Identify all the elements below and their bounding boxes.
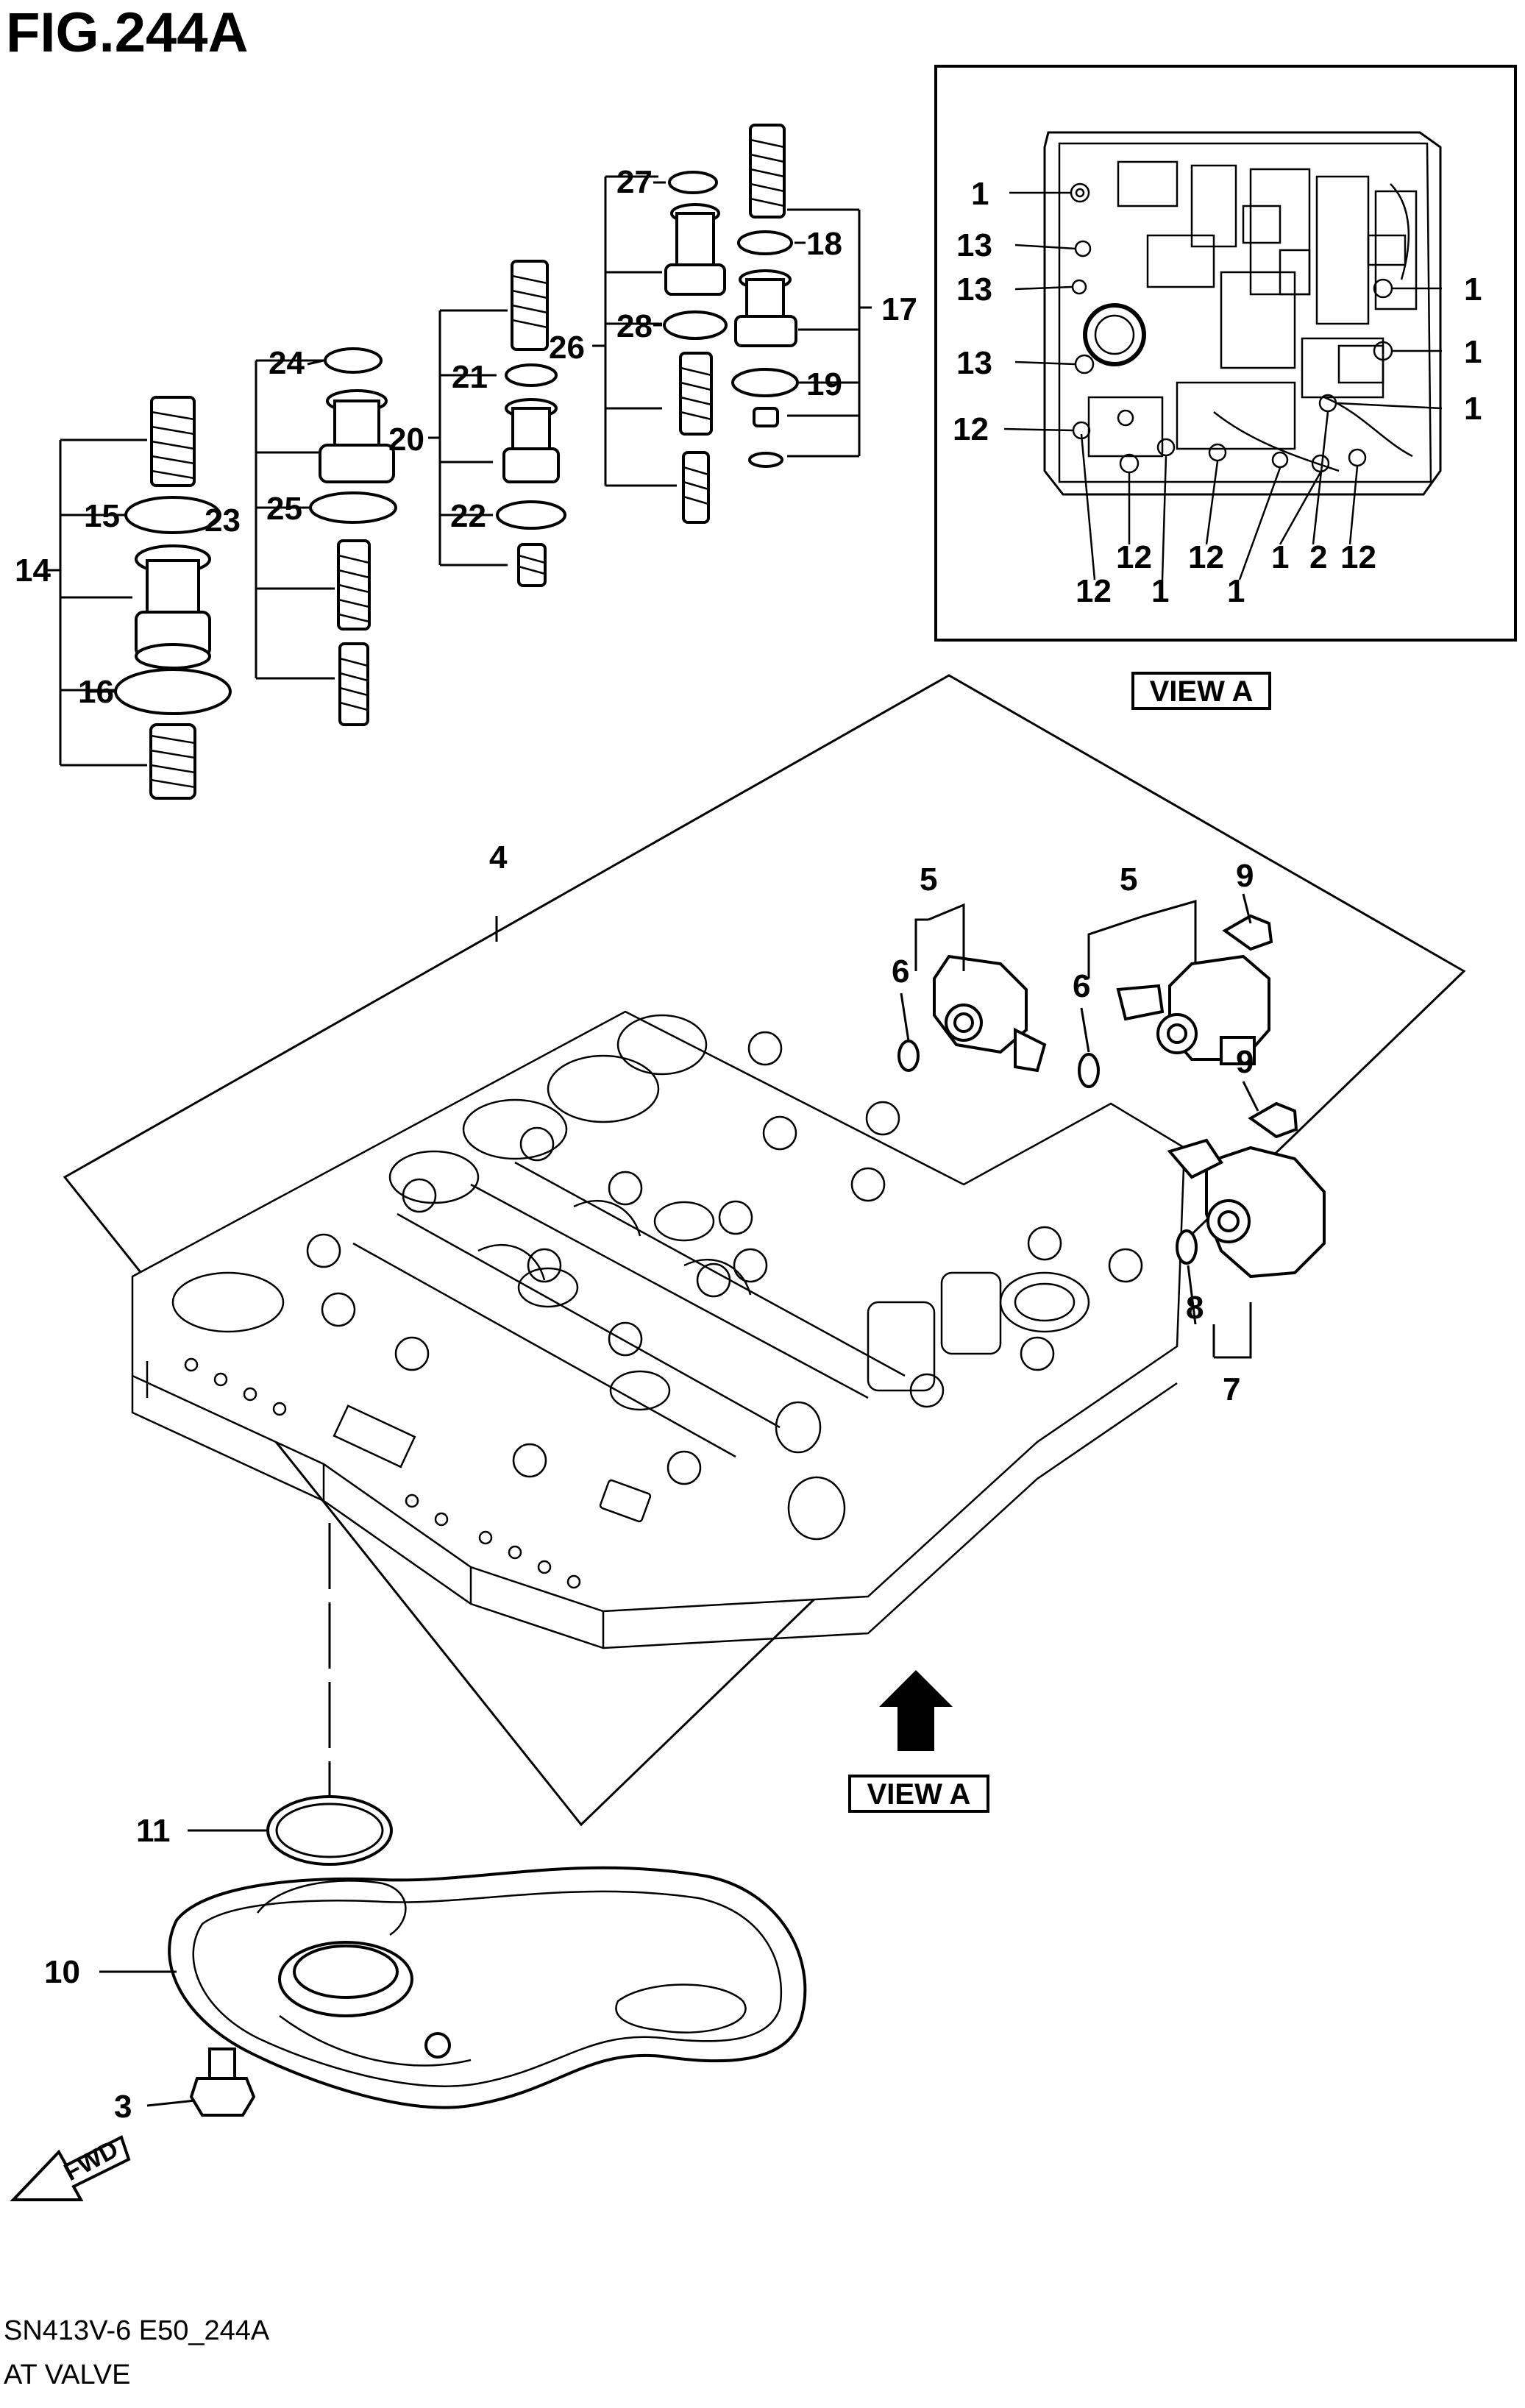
callout-16: 16 [78, 674, 114, 710]
callout-1: 1 [1464, 334, 1482, 370]
valve-group-23 [255, 347, 397, 726]
callout-3: 3 [114, 2089, 132, 2125]
o-ring-part [505, 363, 558, 387]
callout-24: 24 [269, 345, 305, 381]
callout-12: 12 [1116, 539, 1152, 575]
callout-18: 18 [806, 226, 842, 262]
callout-4: 4 [489, 839, 508, 876]
spring-part [338, 642, 369, 726]
valve-sleeve-part [664, 203, 726, 296]
callout-23: 23 [205, 502, 241, 539]
callout-1: 1 [1151, 573, 1169, 609]
o-ring-part [731, 368, 799, 397]
callout-5: 5 [920, 862, 937, 898]
o-ring-part [324, 347, 383, 374]
oil-strainer-part [168, 1866, 807, 2109]
valve-sleeve-part [734, 269, 797, 347]
o-ring-part [496, 500, 566, 530]
valve-group-14 [46, 396, 232, 800]
figure-name: AT VALVE [4, 2359, 130, 2390]
figure-title: FIG.244A [6, 1, 248, 64]
callout-7: 7 [1223, 1371, 1240, 1407]
valve-group-20 [428, 260, 566, 587]
spring-part [749, 124, 786, 219]
callout-10: 10 [44, 1954, 80, 1990]
callout-1: 1 [1227, 573, 1245, 609]
callout-6: 6 [892, 953, 909, 990]
callout-17: 17 [881, 291, 917, 327]
valve-sleeve-part [135, 544, 211, 670]
stack-leader-lines [79, 181, 806, 693]
view-a-label-inset: VIEW A [1131, 672, 1271, 710]
figure-code: SN413V-6 E50_244A [4, 2315, 270, 2346]
callout-12: 12 [1076, 573, 1112, 609]
spring-part [748, 407, 783, 468]
callout-13: 13 [956, 227, 992, 263]
callout-19: 19 [806, 366, 842, 402]
valve-sleeve-part [319, 389, 395, 483]
valve-body-assembly [63, 674, 1466, 1827]
view-a-text: VIEW A [1150, 675, 1254, 708]
solenoid-valve-part [1167, 1101, 1326, 1279]
callout-9: 9 [1236, 858, 1254, 894]
spring-part [517, 543, 547, 587]
callout-12: 12 [1188, 539, 1224, 575]
callout-15: 15 [84, 498, 120, 534]
callout-11: 11 [136, 1813, 171, 1849]
callout-13: 13 [956, 345, 992, 381]
bolt-part [189, 2047, 256, 2117]
callout-20: 20 [388, 422, 424, 458]
callout-26: 26 [549, 330, 585, 366]
callout-2: 2 [1309, 539, 1327, 575]
callout-21: 21 [452, 359, 488, 395]
callout-12: 12 [953, 411, 989, 447]
callout-12: 12 [1340, 539, 1376, 575]
valve-sleeve-part [502, 398, 560, 483]
callout-14: 14 [15, 553, 51, 589]
spring-part [682, 451, 710, 524]
view-direction-arrow-icon [879, 1670, 953, 1751]
callout-25: 25 [266, 491, 302, 527]
spring-part [511, 260, 549, 351]
callout-6: 6 [1073, 968, 1090, 1004]
spring-part [150, 396, 196, 487]
callout-22: 22 [450, 498, 486, 534]
o-ring-part [737, 230, 793, 255]
callout-27: 27 [616, 164, 653, 200]
callout-1: 1 [1464, 391, 1482, 427]
callout-13: 13 [956, 271, 992, 308]
o-ring-part [663, 310, 728, 340]
o-ring-part [668, 171, 718, 194]
callout-9: 9 [1236, 1044, 1254, 1080]
o-ring-part [309, 491, 397, 524]
callout-8: 8 [1186, 1290, 1204, 1326]
spring-part [337, 539, 371, 631]
solenoid-valve-part [897, 954, 1047, 1073]
view-a-label-main: VIEW A [848, 1775, 989, 1813]
callout-1: 1 [1271, 539, 1289, 575]
o-ring-part [114, 668, 232, 715]
valve-group-17 [731, 124, 872, 468]
callout-5: 5 [1120, 862, 1137, 898]
view-a-inset: 1 13 13 13 12 1 1 1 12 12 1 2 12 12 1 1 [934, 65, 1517, 642]
callout-1: 1 [1464, 271, 1482, 308]
o-ring-part [266, 1795, 393, 1866]
spring-part [679, 352, 713, 436]
valve-group-26 [592, 171, 728, 524]
spring-part [149, 723, 196, 800]
callout-1: 1 [971, 176, 989, 212]
fwd-arrow-icon: FWD [10, 2135, 131, 2201]
view-a-text: VIEW A [867, 1778, 971, 1811]
callout-28: 28 [616, 308, 653, 344]
solenoid-valve-part [1078, 914, 1273, 1088]
